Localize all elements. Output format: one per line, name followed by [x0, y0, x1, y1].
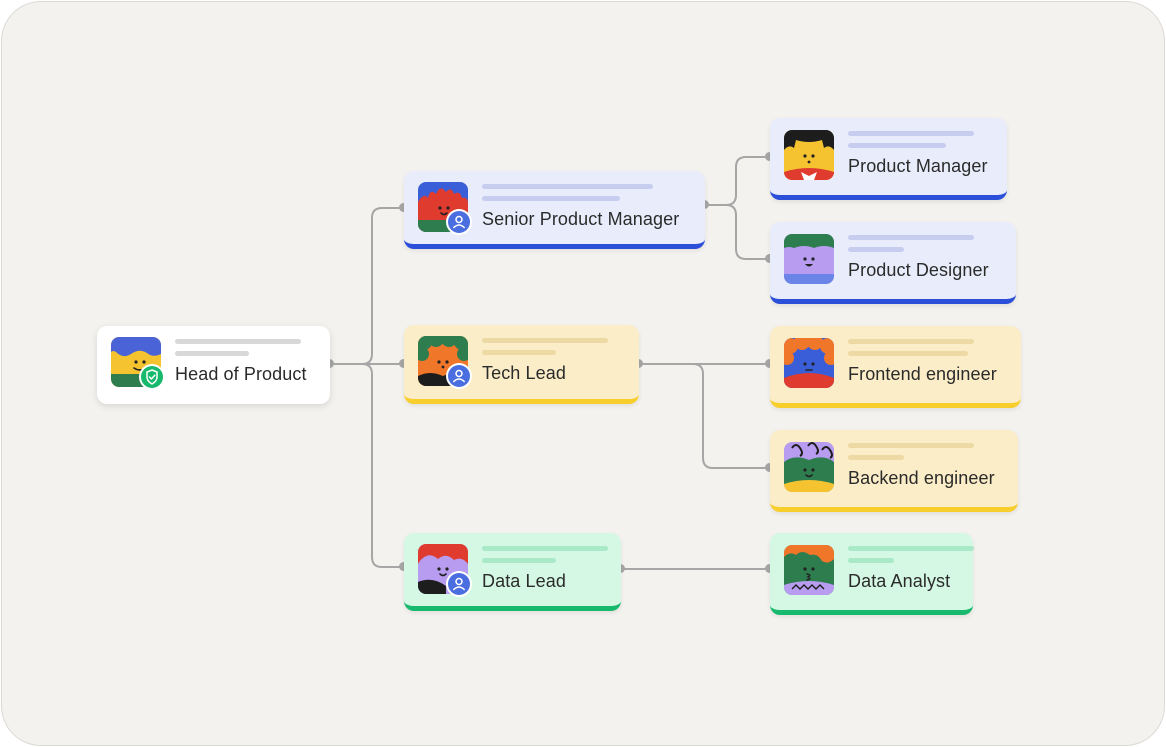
connector-dot: [399, 359, 408, 368]
placeholder-line: [848, 546, 974, 551]
placeholder-line: [848, 558, 894, 563]
connector-dot: [765, 152, 774, 161]
user-icon: [446, 571, 472, 597]
placeholder-line: [848, 339, 974, 344]
user-icon: [446, 209, 472, 235]
avatar: [784, 338, 834, 388]
connector-spm-pd: [705, 204, 770, 260]
placeholder-line: [482, 196, 620, 201]
connector-dot: [765, 564, 774, 573]
avatar: [784, 545, 834, 595]
connector-head-data: [330, 363, 404, 568]
shield-check-icon: [139, 364, 165, 390]
node-label: Data Lead: [482, 571, 566, 591]
avatar: [784, 234, 834, 284]
placeholder-line: [848, 235, 974, 240]
connector-dot: [765, 254, 774, 263]
connector-spm-pm: [705, 156, 770, 206]
node-data-analyst[interactable]: Data Analyst: [770, 533, 974, 615]
avatar: [784, 130, 834, 180]
connector-dot: [399, 562, 408, 571]
node-label: Frontend engineer: [848, 364, 997, 384]
node-label: Data Analyst: [848, 571, 951, 591]
placeholder-line: [175, 339, 301, 344]
avatar: [784, 442, 834, 492]
placeholder-line: [482, 338, 608, 343]
node-label: Product Designer: [848, 260, 989, 280]
node-label: Backend engineer: [848, 468, 995, 488]
node-label: Senior Product Manager: [482, 209, 680, 229]
placeholder-line: [482, 558, 556, 563]
node-frontend-engineer[interactable]: Frontend engineer: [770, 326, 1021, 408]
node-senior-product-manager[interactable]: Senior Product Manager: [404, 171, 705, 249]
placeholder-line: [848, 443, 974, 448]
placeholder-line: [848, 247, 904, 252]
node-product-manager[interactable]: Product Manager: [770, 118, 1007, 200]
node-data-lead[interactable]: Data Lead: [404, 533, 621, 611]
placeholder-line: [482, 546, 608, 551]
placeholder-line: [848, 143, 946, 148]
node-backend-engineer[interactable]: Backend engineer: [770, 430, 1018, 512]
placeholder-line: [482, 350, 556, 355]
placeholder-line: [848, 351, 968, 356]
connector-dot: [765, 359, 774, 368]
user-icon: [446, 363, 472, 389]
node-label: Tech Lead: [482, 363, 566, 383]
placeholder-line: [482, 184, 653, 189]
connector-dot: [765, 463, 774, 472]
placeholder-line: [175, 351, 249, 356]
placeholder-line: [848, 455, 904, 460]
node-label: Product Manager: [848, 156, 988, 176]
node-tech-lead[interactable]: Tech Lead: [404, 325, 639, 404]
node-label: Head of Product: [175, 364, 307, 384]
connector-head-spm: [330, 207, 404, 365]
node-head-of-product[interactable]: Head of Product: [97, 326, 330, 404]
connector-dot: [399, 203, 408, 212]
node-product-designer[interactable]: Product Designer: [770, 222, 1016, 304]
connector-tech-be: [639, 363, 770, 469]
placeholder-line: [848, 131, 974, 136]
